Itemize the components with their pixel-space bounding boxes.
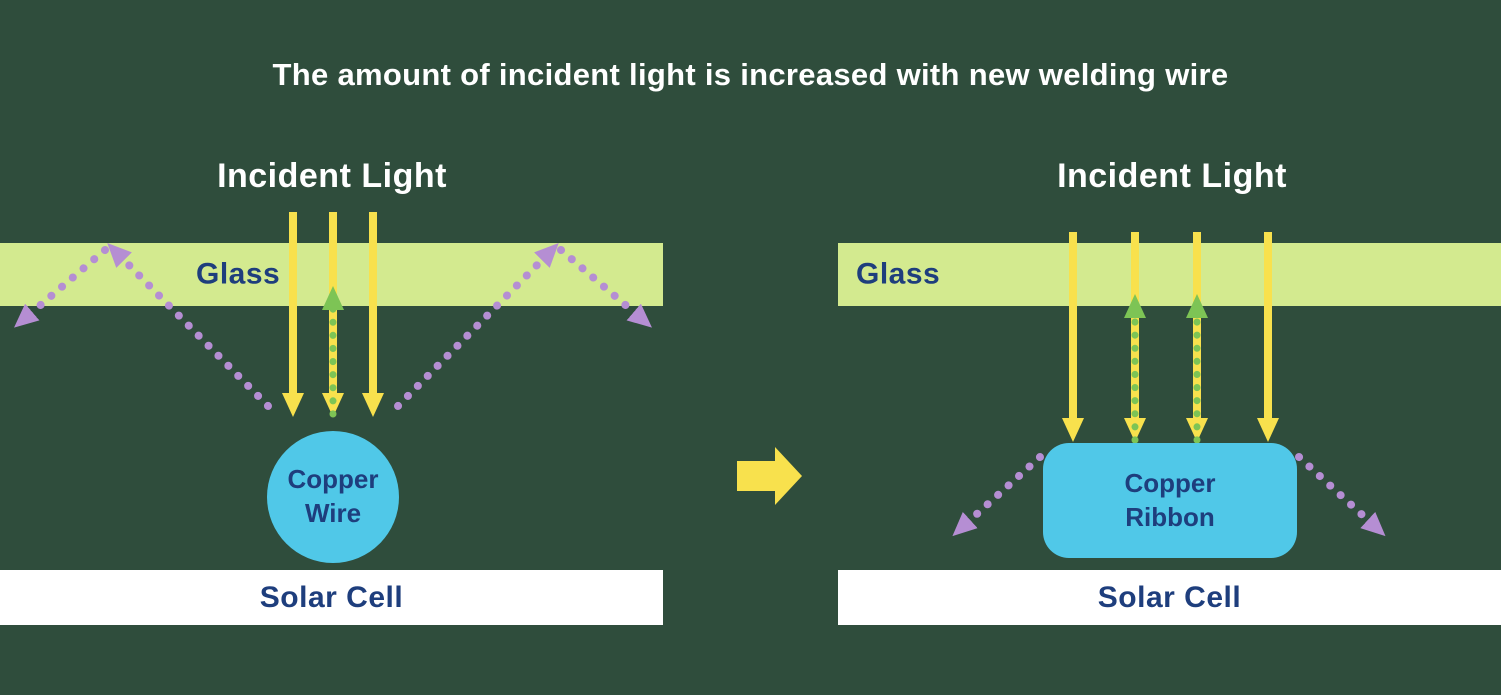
redirected-light-ray — [1295, 453, 1386, 537]
glass-label-left: Glass — [196, 256, 281, 290]
glass-label-right: Glass — [856, 256, 941, 290]
incident-light-label-right: Incident Light — [1057, 157, 1287, 195]
copper-wire-label-line1: Copper — [287, 464, 379, 495]
solar-cell-right: Solar Cell — [838, 570, 1501, 625]
copper-wire-label-line2: Wire — [304, 498, 362, 528]
glass-layer-right: Glass — [838, 243, 1501, 306]
solar-cell-label-right: Solar Cell — [1097, 580, 1242, 614]
copper-ribbon-shape: Copper Ribbon — [1043, 443, 1297, 558]
copper-ribbon-label-line1: Copper — [1124, 467, 1216, 498]
transform-arrow — [737, 447, 802, 505]
solar-cell-label-left: Solar Cell — [259, 580, 404, 614]
glass-layer-left: Glass — [0, 243, 663, 306]
copper-wire-shape: Copper Wire — [267, 431, 399, 563]
redirected-light-ray — [952, 453, 1044, 537]
diagram-title: The amount of incident light is increase… — [272, 57, 1229, 92]
copper-ribbon-label-line2: Ribbon — [1125, 501, 1215, 532]
incident-light-label-left: Incident Light — [217, 157, 447, 195]
solar-cell-left: Solar Cell — [0, 570, 663, 625]
